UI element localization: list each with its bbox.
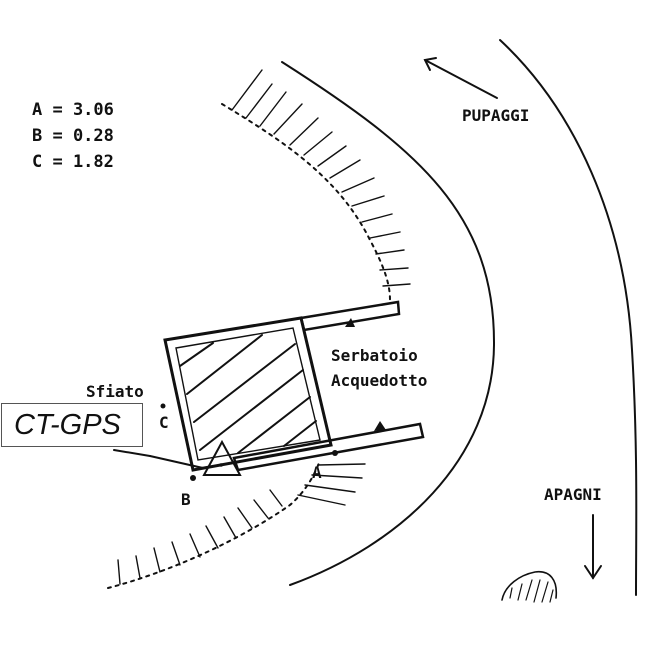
arrow-pupaggi-head xyxy=(423,57,437,71)
arrow-pupaggi-shaft xyxy=(424,59,498,99)
gps-label: CT-GPS xyxy=(14,408,121,441)
measure-b: B = 0.28 xyxy=(32,126,114,146)
embankment-bottom-dotted xyxy=(107,459,321,589)
road-outer-line xyxy=(499,39,638,596)
point-b-dot xyxy=(190,475,196,481)
slope-hachures-bottom xyxy=(117,463,366,585)
measure-c: C = 1.82 xyxy=(32,152,114,172)
label-point-a: A xyxy=(312,463,322,482)
tank-outline xyxy=(163,316,333,472)
gps-to-marker-line xyxy=(149,455,204,469)
label-serbatoio: Serbatoio xyxy=(331,346,418,365)
rock-hachures xyxy=(509,579,554,603)
label-sfiato: Sfiato xyxy=(86,382,144,401)
gps-label-box: CT-GPS xyxy=(1,403,143,447)
arrow-apagni-head xyxy=(584,565,602,580)
gps-triangle-marker xyxy=(202,439,242,476)
upper-wall-tick xyxy=(345,318,355,327)
label-point-b: B xyxy=(181,490,191,509)
tank-hatching xyxy=(179,334,317,454)
gps-pointer-line xyxy=(113,449,151,457)
road-inner-line xyxy=(281,61,496,586)
label-acquedotto: Acquedotto xyxy=(331,371,427,390)
lower-wall-tick xyxy=(374,421,386,431)
upper-wall xyxy=(299,300,401,332)
label-point-c: C xyxy=(159,413,169,432)
rock-sketch xyxy=(501,571,558,601)
measure-a: A = 3.06 xyxy=(32,100,114,120)
sfiato-dot xyxy=(160,403,166,409)
embankment-top-dotted xyxy=(221,103,391,301)
lower-wall xyxy=(232,422,425,472)
point-a-dot xyxy=(332,450,338,456)
label-apagni: APAGNI xyxy=(544,485,602,504)
gps-marker-center xyxy=(219,463,223,467)
slope-hachures-top xyxy=(231,69,411,287)
tank-inner xyxy=(175,327,321,461)
label-pupaggi: PUPAGGI xyxy=(462,106,529,125)
